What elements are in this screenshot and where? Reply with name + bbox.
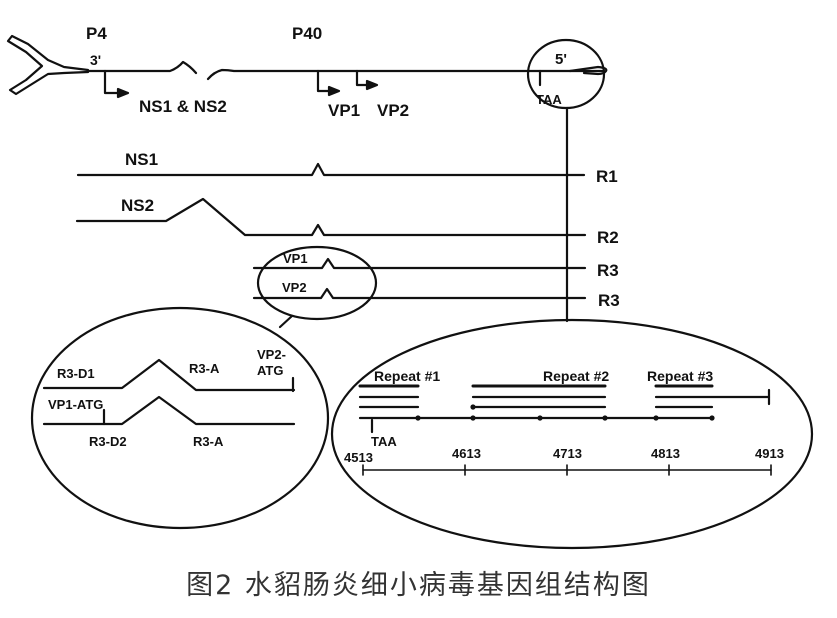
transcript-ns1-line (76, 162, 586, 177)
figure-caption: 图2 水貂肠炎细小病毒基因组结构图 (186, 570, 651, 601)
p4-arrowhead (116, 87, 130, 99)
vp2-gene-label: VP2 (377, 101, 409, 120)
p40-vp2-arrowhead (365, 79, 379, 91)
vp1-atg-label: VP1-ATG (48, 397, 103, 412)
repeat-3-label: Repeat #3 (647, 368, 713, 384)
repeat-taa-label: TAA (371, 434, 397, 449)
axis-tick-4913: 4913 (755, 446, 784, 461)
splice-detail-ellipse (30, 306, 330, 530)
vp2-atg-line-2: ATG (257, 363, 283, 378)
left-hairpin (6, 34, 90, 96)
axis-tick-4713: 4713 (553, 446, 582, 461)
right-hairpin (568, 65, 608, 76)
repeat-2-label: Repeat #2 (543, 368, 609, 384)
p40-vp2-arrow (355, 69, 370, 87)
genome-line (86, 60, 606, 81)
splice-acceptor-1-label: R3-A (189, 361, 220, 376)
axis-tick-4513: 4513 (344, 450, 373, 465)
vp2-atg-line-1: VP2- (257, 347, 286, 362)
repeat-1-label: Repeat #1 (374, 368, 440, 384)
connector-diagonal (278, 314, 294, 329)
vp2-atg-label: VP2- ATG (257, 347, 290, 378)
transcript-vp1-gene: VP1 (283, 251, 308, 266)
transcript-vp2-gene: VP2 (282, 280, 307, 295)
transcript-ns1-class: R1 (596, 167, 618, 186)
axis-tick-4613: 4613 (452, 446, 481, 461)
transcript-ns2-gene: NS2 (121, 196, 154, 215)
p40-vp1-arrowhead (327, 85, 341, 97)
repeat-detail-ellipse (330, 318, 814, 550)
p4-arrow (103, 69, 122, 95)
splice-acceptor-2-label: R3-A (193, 434, 224, 449)
splice-site-circle (256, 245, 378, 321)
coordinate-axis (362, 464, 772, 476)
transcript-vp2-class: R3 (598, 291, 620, 310)
transcript-ns2-class: R2 (597, 228, 619, 247)
genome-taa-label: TAA (536, 92, 562, 107)
splice-donor-1-label: R3-D1 (57, 366, 95, 381)
transcript-ns2-line (75, 197, 587, 237)
splice-donor-2-label: R3-D2 (89, 434, 127, 449)
splice-detail-upper-line (42, 358, 296, 392)
transcript-vp1-class: R3 (597, 261, 619, 280)
vp1-gene-label: VP1 (328, 101, 360, 120)
transcript-vp2-line (252, 287, 587, 300)
repeat-detail-dots (415, 404, 715, 421)
five-prime-end-label: 5' (555, 51, 567, 68)
three-prime-end-label: 3' (90, 52, 101, 68)
axis-tick-4813: 4813 (651, 446, 680, 461)
p40-vp1-arrow (316, 69, 332, 93)
repeat-detail-lines (358, 384, 771, 420)
ns-genes-label: NS1 & NS2 (139, 97, 227, 116)
transcript-ns1-gene: NS1 (125, 150, 158, 169)
splice-detail-lower-line (42, 395, 296, 426)
promoter-p40-label: P40 (292, 24, 322, 43)
promoter-p4-label: P4 (86, 24, 107, 43)
transcript-vp1-line (252, 257, 587, 270)
